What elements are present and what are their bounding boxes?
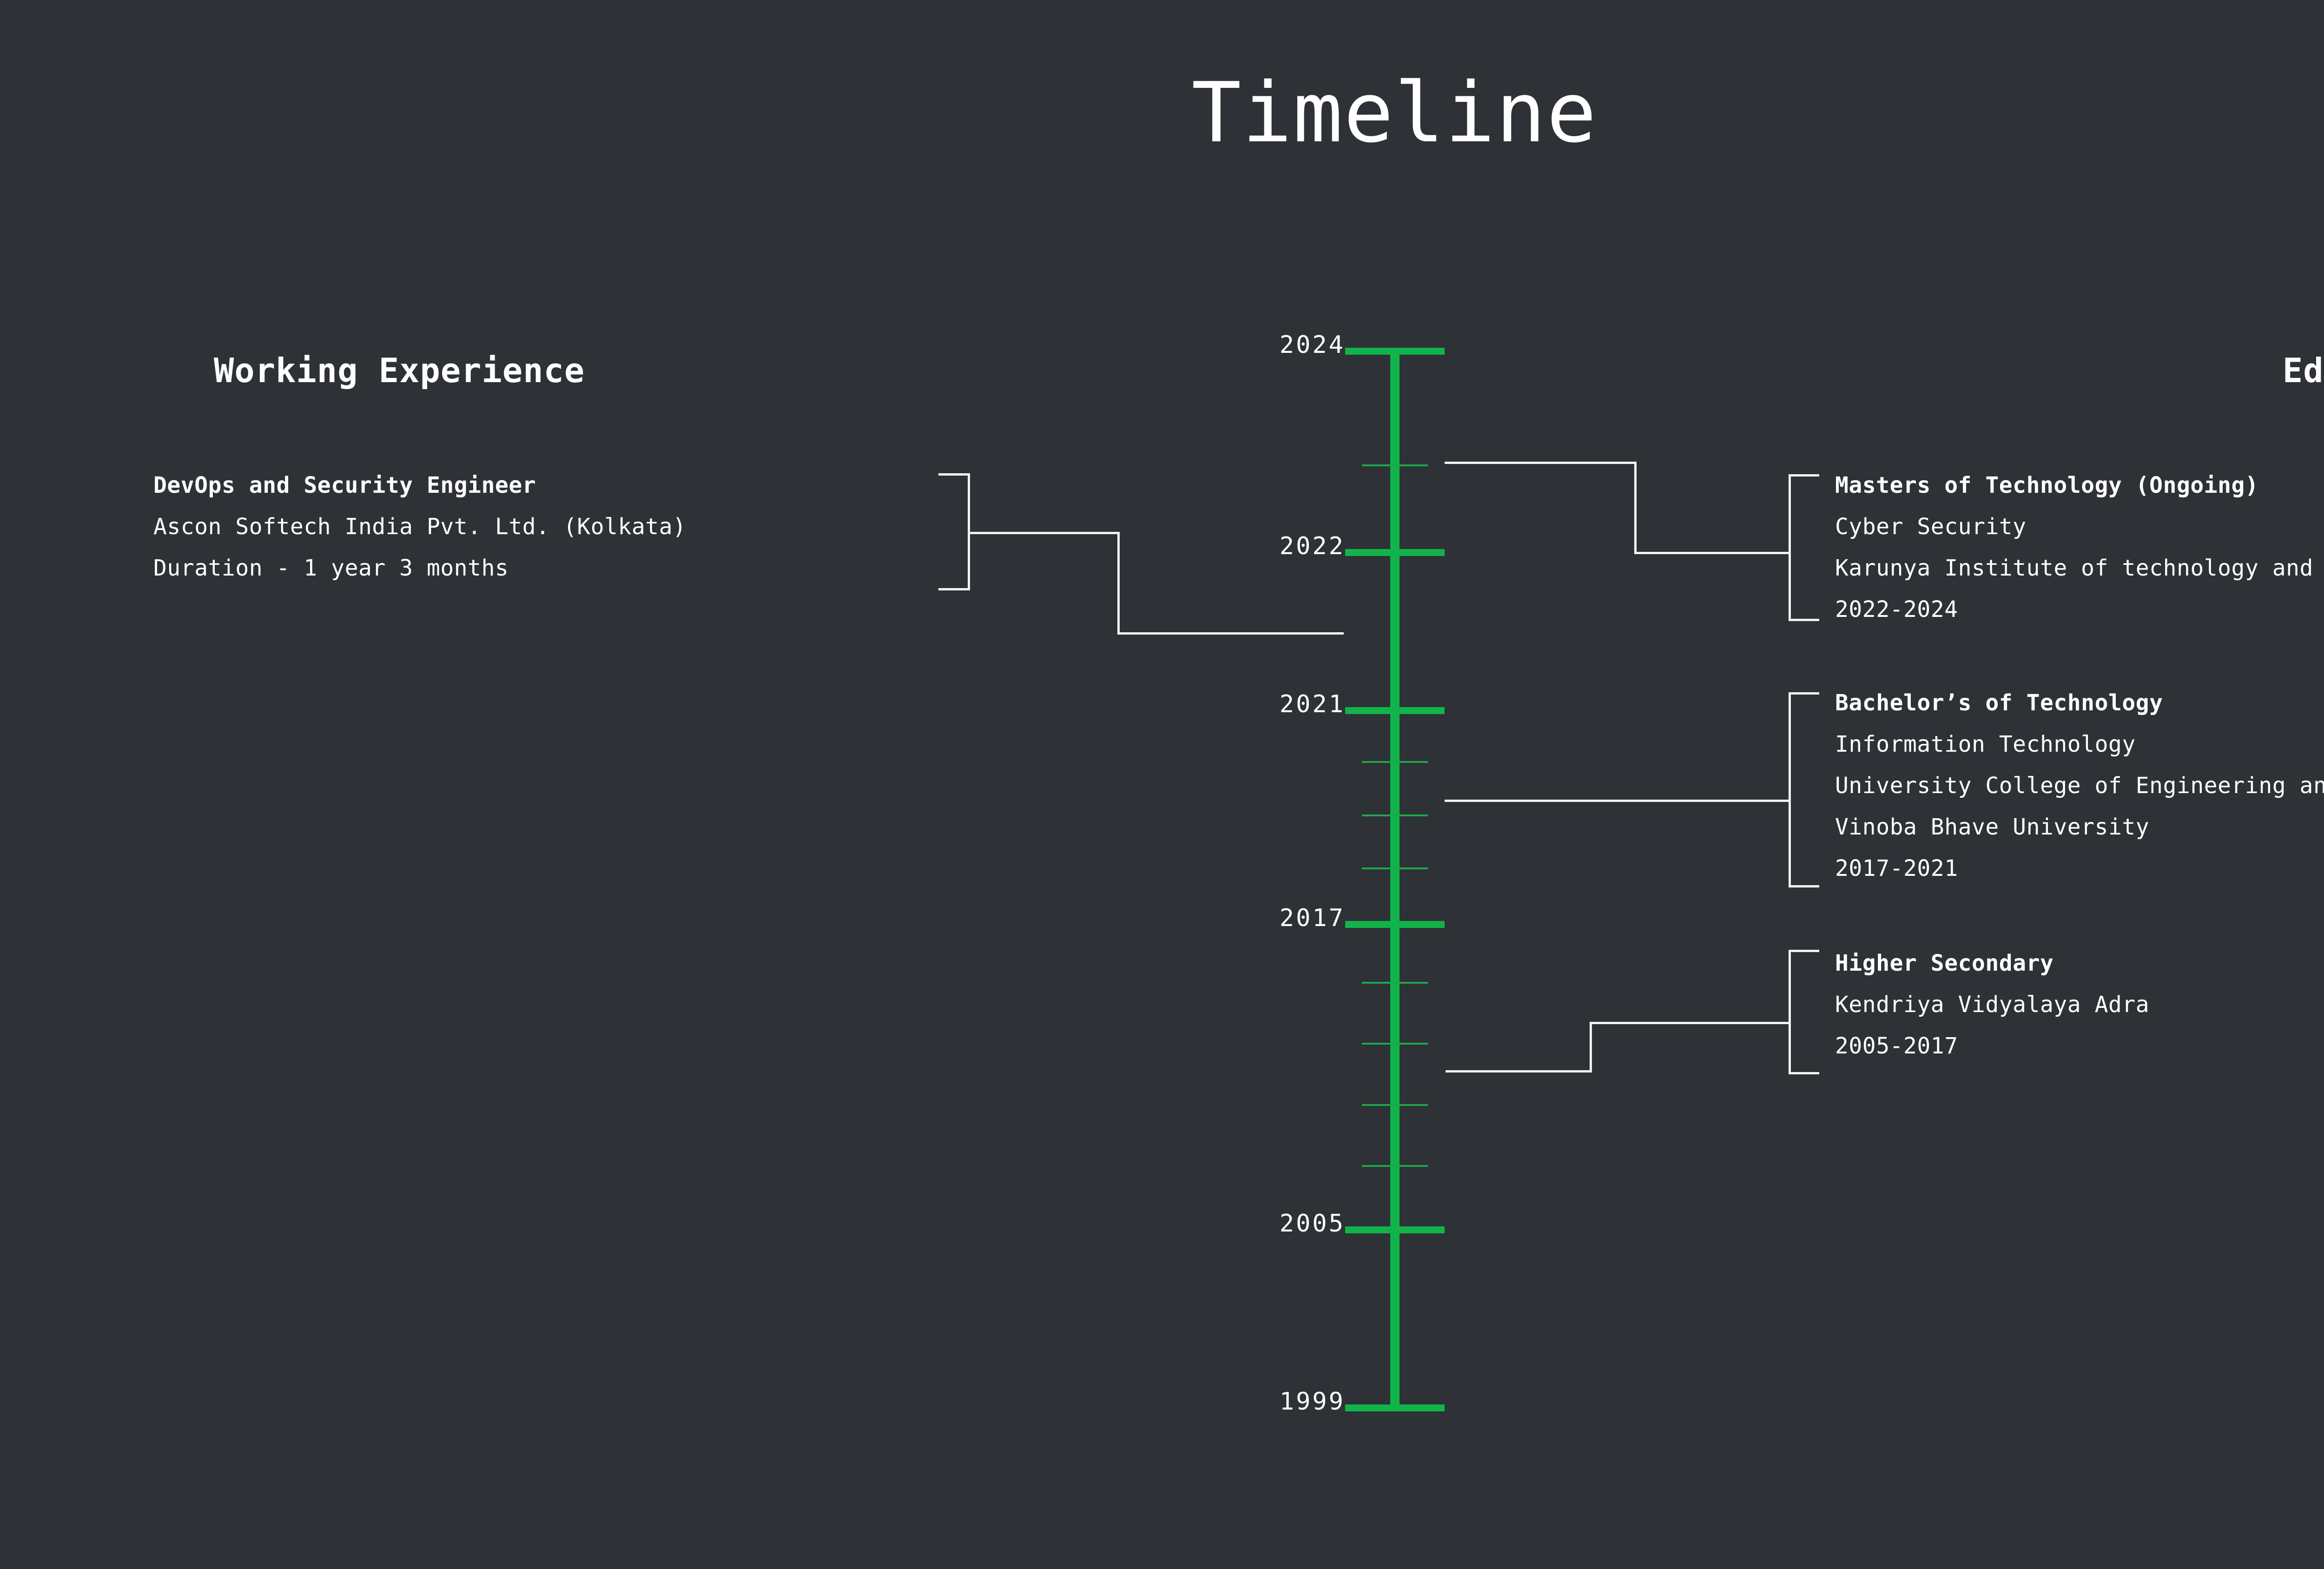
higher-bracket-top-arm xyxy=(1789,950,1819,952)
bachelors-field: Information Technology xyxy=(1835,731,2136,757)
higher-connector-step-rise xyxy=(1590,1022,1592,1072)
axis-minor-tick xyxy=(1362,867,1428,869)
bachelors-institution-line1: University College of Engineering and Te… xyxy=(1835,773,2324,799)
axis-minor-tick xyxy=(1362,814,1428,816)
masters-degree: Masters of Technology (Ongoing) xyxy=(1835,472,2259,498)
masters-connector-to-bracket xyxy=(1634,552,1791,554)
education-entry-higher-secondary: Higher Secondary Kendriya Vidyalaya Adra… xyxy=(1835,943,2149,1067)
axis-minor-tick xyxy=(1362,464,1428,466)
axis-major-tick-1999 xyxy=(1345,1404,1445,1411)
work-organization: Ascon Softech India Pvt. Ltd. (Kolkata) xyxy=(153,514,687,540)
higher-institution: Kendriya Vidyalaya Adra xyxy=(1835,992,2150,1018)
bachelors-bracket-top-arm xyxy=(1789,692,1819,695)
axis-major-tick-2017 xyxy=(1345,921,1445,928)
higher-connector-from-axis xyxy=(1446,1070,1592,1072)
work-role: DevOps and Security Engineer xyxy=(153,472,536,498)
masters-years: 2022-2024 xyxy=(1835,596,1958,622)
page-title: Timeline xyxy=(1191,65,1598,161)
masters-bracket-spine xyxy=(1789,474,1791,621)
work-connector-step-drop xyxy=(1117,532,1120,635)
education-entry-bachelors: Bachelor’s of Technology Information Tec… xyxy=(1835,682,2324,889)
axis-year-label-2024: 2024 xyxy=(1279,331,1345,359)
axis-major-tick-2021 xyxy=(1345,707,1445,714)
higher-bracket-spine xyxy=(1789,950,1791,1074)
axis-major-tick-2022 xyxy=(1345,549,1445,556)
masters-connector-step-drop xyxy=(1634,462,1637,554)
education-heading: Education xyxy=(2282,351,2324,390)
axis-year-label-2022: 2022 xyxy=(1279,532,1345,560)
education-entry-masters: Masters of Technology (Ongoing) Cyber Se… xyxy=(1835,465,2324,630)
bachelors-bracket-spine xyxy=(1789,692,1791,887)
masters-bracket-top-arm xyxy=(1789,474,1819,477)
masters-field: Cyber Security xyxy=(1835,514,2027,540)
axis-minor-tick xyxy=(1362,761,1428,763)
higher-degree: Higher Secondary xyxy=(1835,950,2054,976)
higher-bracket-bottom-arm xyxy=(1789,1072,1819,1074)
masters-institution: Karunya Institute of technology and Scie… xyxy=(1835,555,2324,581)
masters-connector-from-axis xyxy=(1445,462,1636,464)
bachelors-years: 2017-2021 xyxy=(1835,855,1958,881)
work-duration: Duration - 1 year 3 months xyxy=(153,555,509,581)
axis-major-tick-2024 xyxy=(1345,348,1445,355)
work-experience-entry: DevOps and Security Engineer Ascon Softe… xyxy=(153,465,687,589)
bachelors-connector-from-axis xyxy=(1445,800,1791,802)
work-connector-bracket-bottom-arm xyxy=(938,588,970,590)
axis-minor-tick xyxy=(1362,1043,1428,1045)
higher-years: 2005-2017 xyxy=(1835,1033,1958,1059)
timeline-axis-spine xyxy=(1390,348,1400,1411)
masters-bracket-bottom-arm xyxy=(1789,619,1819,621)
axis-minor-tick xyxy=(1362,982,1428,984)
work-connector-bracket-top-arm xyxy=(938,473,970,476)
axis-year-label-2005: 2005 xyxy=(1279,1210,1345,1238)
bachelors-institution-line2: Vinoba Bhave University xyxy=(1835,814,2150,840)
higher-connector-to-bracket xyxy=(1590,1022,1791,1024)
work-connector-to-axis xyxy=(1117,632,1344,635)
axis-year-label-1999: 1999 xyxy=(1279,1388,1345,1416)
work-connector-mid-stub xyxy=(968,532,1120,534)
axis-minor-tick xyxy=(1362,1104,1428,1106)
axis-year-label-2017: 2017 xyxy=(1279,904,1345,932)
bachelors-degree: Bachelor’s of Technology xyxy=(1835,690,2163,716)
axis-major-tick-2005 xyxy=(1345,1226,1445,1233)
bachelors-bracket-bottom-arm xyxy=(1789,885,1819,887)
axis-minor-tick xyxy=(1362,1165,1428,1167)
working-experience-heading: Working Experience xyxy=(214,351,585,390)
axis-year-label-2021: 2021 xyxy=(1279,690,1345,718)
